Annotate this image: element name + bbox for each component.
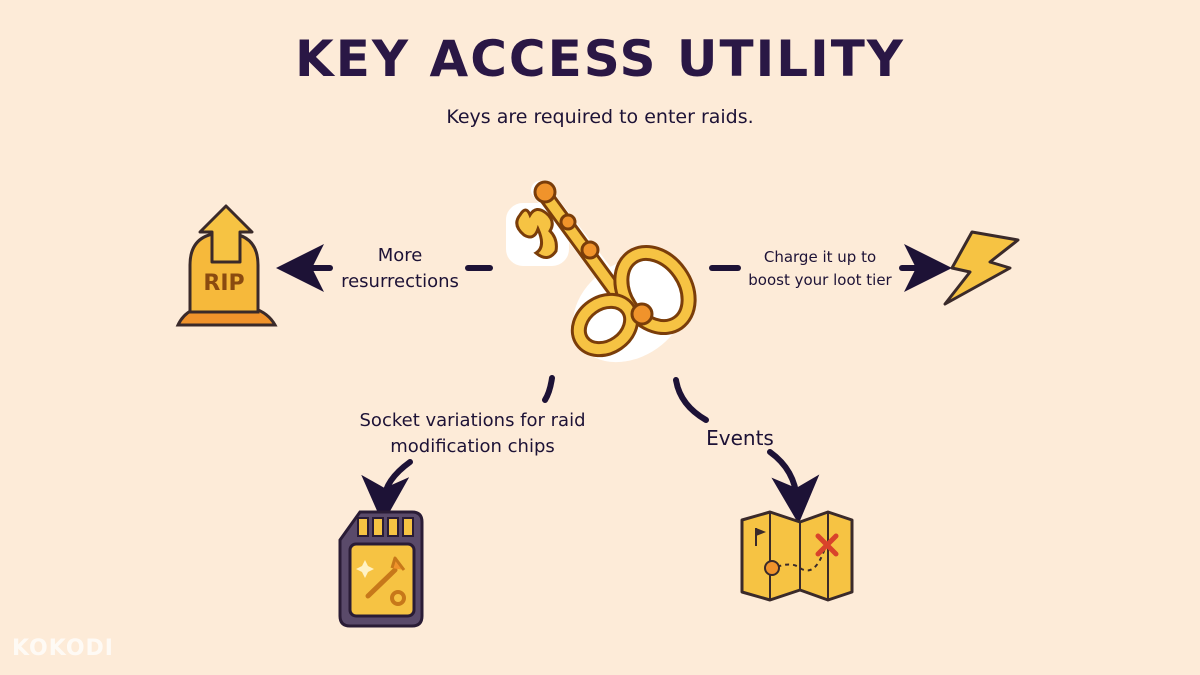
node-label-line: Events: [706, 426, 774, 450]
node-label-charge: Charge it up to boost your loot tier: [735, 246, 905, 292]
connector-socket: [361, 375, 555, 524]
page-subtitle: Keys are required to enter raids.: [446, 106, 754, 128]
node-label-line: resurrections: [341, 271, 459, 292]
key-icon: [506, 180, 697, 363]
node-label-line: Socket variations for raid: [359, 410, 586, 431]
node-label-line: modification chips: [390, 436, 555, 457]
page-title: KEY ACCESS UTILITY: [294, 30, 906, 88]
node-label-resurrections: More resurrections: [330, 243, 470, 295]
chip-card-icon: [338, 510, 424, 628]
node-label-line: boost your loot tier: [748, 271, 892, 289]
tombstone-text: RIP: [203, 271, 244, 296]
lightning-icon: [943, 230, 1020, 306]
treasure-map-icon: [740, 510, 854, 602]
node-label-socket: Socket variations for raid modification …: [335, 408, 610, 460]
node-label-events: Events: [700, 425, 780, 451]
node-label-line: More: [377, 245, 423, 266]
tombstone-icon: RIP: [175, 204, 278, 327]
connector-events: [673, 377, 820, 524]
brand-watermark: KOKODI: [12, 636, 114, 661]
node-label-line: Charge it up to: [763, 248, 877, 266]
